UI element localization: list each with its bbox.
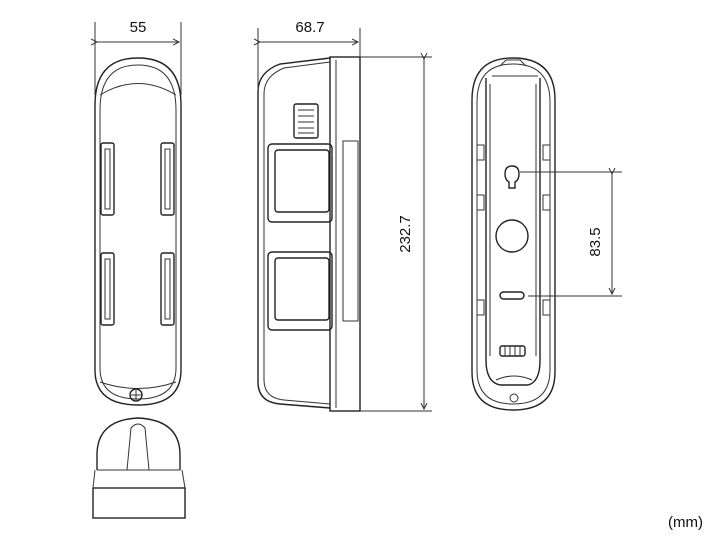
keyhole-icon [504,165,520,189]
height-dimension: 232.7 [360,57,432,412]
mount-spacing-dimension: 83.5 [520,172,622,297]
mount-spacing-label: 83.5 [587,227,604,256]
side-depth-dimension: 68.7 [258,19,361,90]
front-view [94,57,182,406]
screw-icon [129,388,143,402]
unit-label: (mm) [668,514,703,531]
back-view [471,57,556,411]
front-width-label: 55 [130,19,147,36]
side-depth-label: 68.7 [295,19,324,36]
screw-icon [509,393,519,403]
height-label: 232.7 [397,215,414,253]
cap-accessory [92,417,186,519]
front-width-dimension: 55 [95,19,182,95]
cable-port-icon [495,219,529,253]
side-view [257,56,361,412]
